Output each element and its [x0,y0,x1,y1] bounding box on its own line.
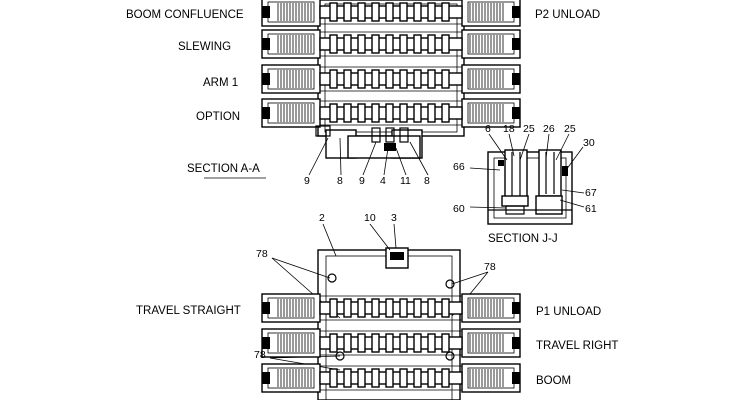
upper-spool-row-2 [261,29,521,59]
label-travel-straight: TRAVEL STRAIGHT [136,305,241,317]
label-slewing: SLEWING [178,41,232,53]
callout-78a: 78 [256,248,268,260]
callout-30: 30 [583,137,595,149]
label-boom: BOOM [536,375,572,387]
section-jj-title: SECTION J-J [488,233,558,245]
upper-spool-row-3 [261,64,521,94]
upper-spool-row-4 [261,98,521,128]
callout-9a: 9 [304,175,310,187]
lower-spool-row-3 [261,363,521,393]
callout-61: 61 [585,203,597,215]
label-boom-confluence: BOOM CONFLUENCE [126,9,244,21]
lower-spools [261,293,521,393]
callout-78b: 78 [484,261,496,273]
label-travel-right: TRAVEL RIGHT [536,340,619,352]
label-arm-1: ARM 1 [203,77,239,89]
upper-spool-row-1 [261,0,521,27]
callout-26: 26 [543,123,555,135]
callout-4: 4 [380,175,386,187]
callout-11: 11 [400,175,411,187]
callout-9b: 9 [359,175,365,187]
callout-8a: 8 [337,175,343,187]
callout-6: 6 [485,123,491,135]
callout-25b: 25 [564,123,576,135]
label-p1-unload: P1 UNLOAD [536,306,602,318]
callout-25a: 25 [523,123,535,135]
callout-66: 66 [453,161,465,173]
section-jj-drawing [469,133,585,225]
label-option: OPTION [196,111,241,123]
callout-3: 3 [391,212,397,224]
section-aa-title: SECTION A-A [187,163,260,175]
callout-8b: 8 [424,175,430,187]
callout-2: 2 [319,212,325,224]
callout-60: 60 [453,203,465,215]
callout-78c: 78 [254,349,266,361]
callout-18: 18 [503,123,515,135]
callout-67: 67 [585,187,597,199]
lower-spool-row-1 [261,293,521,323]
lower-spool-row-2 [261,328,521,358]
upper-leaders [204,125,429,179]
upper-spools [261,0,521,128]
label-p2-unload: P2 UNLOAD [535,9,601,21]
callout-10: 10 [364,212,376,224]
